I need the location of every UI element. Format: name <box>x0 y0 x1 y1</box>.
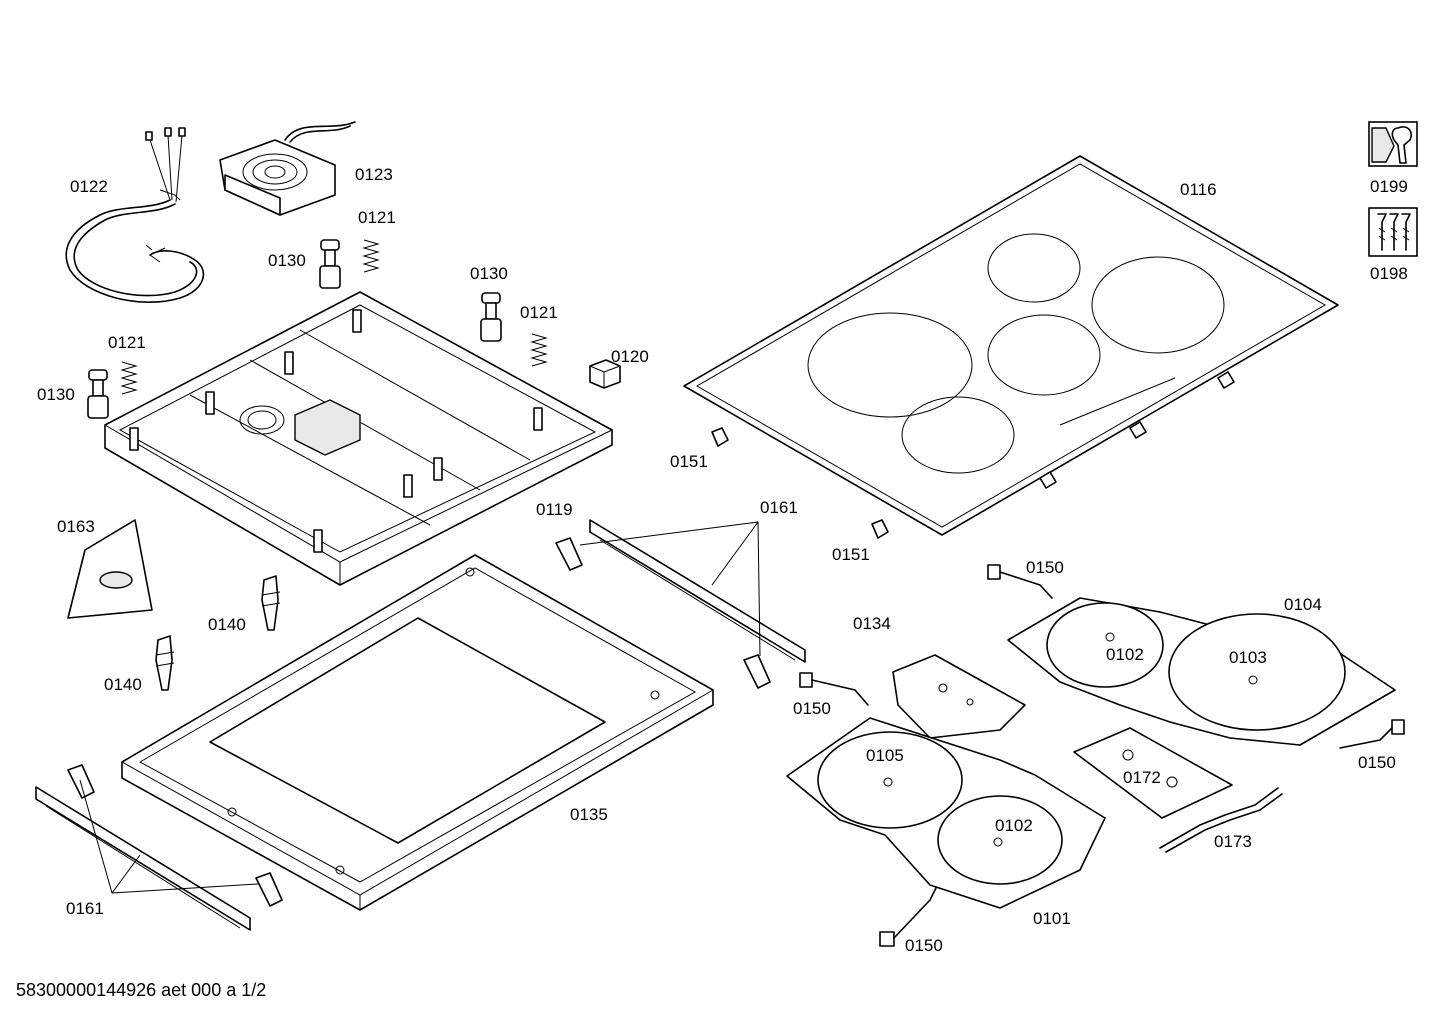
mounting-clip-1 <box>261 575 281 631</box>
clip-0120 <box>589 359 621 389</box>
spring-3 <box>120 361 138 395</box>
foot-2 <box>480 292 502 342</box>
label-0150-c: 0150 <box>1358 753 1396 772</box>
fan-unit-drawing <box>219 121 356 216</box>
label-0104: 0104 <box>1284 595 1322 614</box>
callout-lines-0161 <box>79 521 761 894</box>
heat-shield-0134 <box>892 654 1026 739</box>
label-0140-b: 0140 <box>104 675 142 694</box>
label-0198: 0198 <box>1370 264 1408 283</box>
label-0151-a: 0151 <box>670 452 708 471</box>
label-0150-b: 0150 <box>793 699 831 718</box>
rail-lower <box>35 764 283 931</box>
label-0103: 0103 <box>1229 648 1267 667</box>
spring-2 <box>530 333 548 367</box>
screws-icon <box>1368 207 1418 257</box>
label-0105: 0105 <box>866 746 904 765</box>
label-0122: 0122 <box>70 177 108 196</box>
clip-0151-b <box>871 519 889 539</box>
label-0161-a: 0161 <box>760 498 798 517</box>
label-0101: 0101 <box>1033 909 1071 928</box>
document-id: 58300000144926 aet 000 a 1/2 <box>16 980 267 1000</box>
label-0123: 0123 <box>355 165 393 184</box>
mounting-clip-2 <box>155 635 175 691</box>
label-0135: 0135 <box>570 805 608 824</box>
label-0121-a: 0121 <box>358 208 396 227</box>
spring-1 <box>362 239 380 273</box>
cable-harness-drawing <box>65 127 205 304</box>
sensor-cable-1 <box>987 564 1053 599</box>
clip-0151-a <box>711 427 729 447</box>
instruction-card-drawing <box>67 519 153 619</box>
bottom-housing-drawing <box>104 291 613 586</box>
label-0172: 0172 <box>1123 768 1161 787</box>
label-0120: 0120 <box>611 347 649 366</box>
label-0163: 0163 <box>57 517 95 536</box>
label-0151-b: 0151 <box>832 545 870 564</box>
label-0134: 0134 <box>853 614 891 633</box>
label-0116: 0116 <box>1180 180 1217 199</box>
label-0130-b: 0130 <box>470 264 508 283</box>
foot-1 <box>319 239 341 289</box>
label-0119: 0119 <box>536 500 573 519</box>
label-0102-a: 0102 <box>1106 645 1144 664</box>
label-0130-a: 0130 <box>268 251 306 270</box>
installation-frame-drawing <box>121 554 714 911</box>
sensor-cable-4 <box>879 887 937 947</box>
wrench-icon <box>1368 121 1418 167</box>
sensor-cable-3 <box>1339 719 1405 749</box>
ceramic-glass-top-drawing <box>683 155 1339 536</box>
induction-carrier-0101 <box>786 717 1106 909</box>
label-0130-c: 0130 <box>37 385 75 404</box>
label-0150-a: 0150 <box>1026 558 1064 577</box>
bracket-0173 <box>1159 787 1283 853</box>
label-0161-b: 0161 <box>66 899 104 918</box>
label-0173: 0173 <box>1214 832 1252 851</box>
shield-plate-0172 <box>1073 727 1233 819</box>
label-0121-b: 0121 <box>520 303 558 322</box>
induction-carrier-0104 <box>1007 597 1396 746</box>
label-0121-c: 0121 <box>108 333 146 352</box>
label-0102-b: 0102 <box>995 816 1033 835</box>
rail-upper <box>555 519 806 689</box>
foot-3 <box>87 369 109 419</box>
label-0199: 0199 <box>1370 177 1408 196</box>
label-0140-a: 0140 <box>208 615 246 634</box>
sensor-cable-2 <box>799 672 869 706</box>
spring-and-foot-parts <box>87 239 621 419</box>
label-0150-d: 0150 <box>905 936 943 955</box>
